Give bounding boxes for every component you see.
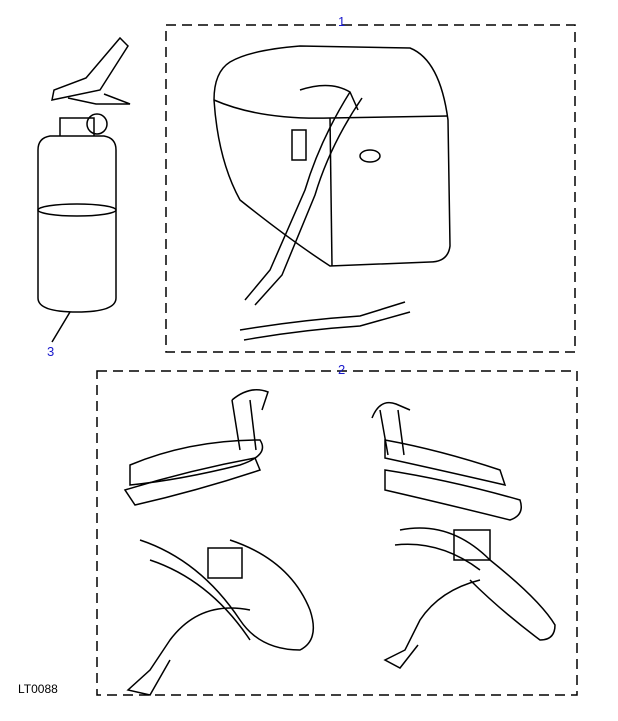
ratchet-strap-right-illustration [371,401,556,669]
group-box-1 [165,24,576,353]
callout-1: 1 [338,14,346,29]
callout-3: 3 [47,344,55,359]
case-illustration [213,45,451,341]
fire-extinguisher-illustration [37,36,131,343]
ratchet-strap-left-illustration [123,389,315,696]
group-box-2 [96,370,578,696]
callout-2: 2 [338,362,346,377]
reference-code: LT0088 [18,682,58,696]
